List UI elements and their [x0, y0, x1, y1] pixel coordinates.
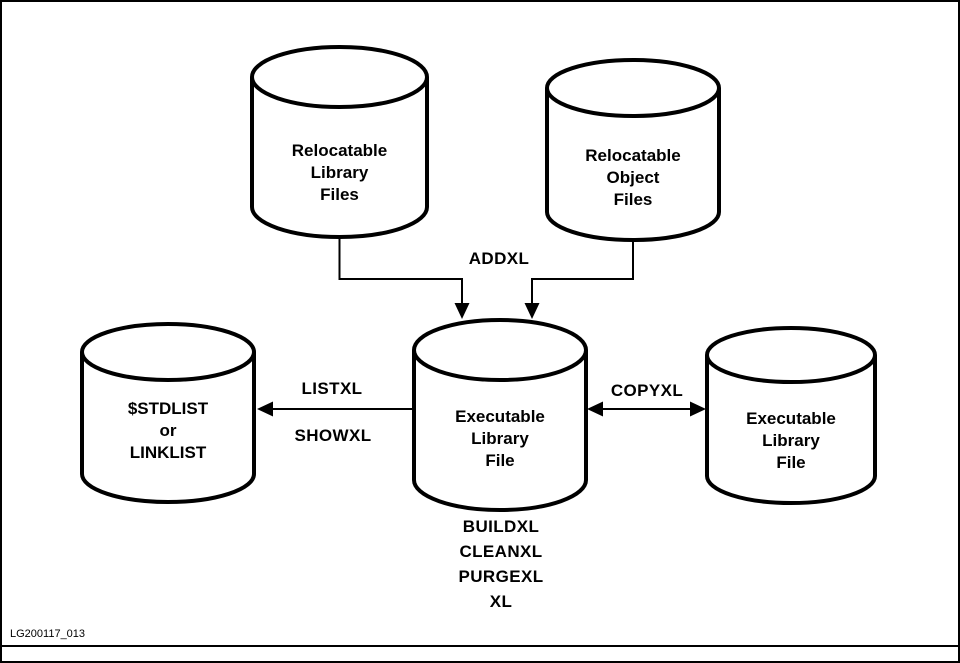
- cylinder-executable-library-file-right: [705, 326, 877, 505]
- cylinder-body: [80, 352, 256, 504]
- command-listxl: LISTXL: [301, 379, 363, 398]
- cylinder-top: [545, 58, 721, 118]
- label-line: Relocatable: [585, 146, 681, 165]
- cylinder-top: [412, 318, 588, 382]
- cylinder-relocatable-library-files: [250, 45, 429, 239]
- arrowhead-copyxl-left: [587, 401, 603, 417]
- cylinders-group: [80, 45, 877, 512]
- label-line: Files: [613, 190, 653, 209]
- cylinder-stdlist-or-linklist: [80, 322, 256, 504]
- label-line: Library: [762, 431, 820, 450]
- arrowhead-down-into-executable-right: [524, 303, 540, 319]
- command-cleanxl: CLEANXL: [459, 542, 543, 561]
- label-line: Executable: [455, 407, 545, 426]
- label-line: Executable: [746, 409, 836, 428]
- label-executable-library-file-center: Executable Library File: [414, 406, 586, 472]
- cylinder-body: [412, 350, 588, 512]
- label-stdlist-or-linklist: $STDLIST or LINKLIST: [82, 398, 254, 464]
- label-relocatable-object-files: Relocatable Object Files: [547, 145, 719, 211]
- figure-id-label: LG200117_013: [10, 628, 86, 640]
- cylinder-body: [705, 355, 877, 505]
- arrowhead-left-to-stdlist: [257, 401, 273, 417]
- cylinder-top: [250, 45, 429, 109]
- label-line: Files: [320, 185, 359, 204]
- cylinder-executable-library-file-center: [412, 318, 588, 512]
- label-executable-library-file-right: Executable Library File: [707, 408, 875, 474]
- command-showxl: SHOWXL: [294, 426, 372, 445]
- connector-library-to-executable: [338, 236, 463, 304]
- connector-lines-group: [271, 236, 692, 410]
- command-addxl: ADDXL: [468, 249, 530, 268]
- cylinder-top: [80, 322, 256, 382]
- label-line: LINKLIST: [129, 443, 207, 462]
- label-line: $STDLIST: [127, 399, 209, 418]
- label-relocatable-library-files: Relocatable Library Files: [252, 140, 427, 206]
- label-line: Library: [471, 429, 529, 448]
- label-line: File: [776, 453, 806, 472]
- cylinder-top: [705, 326, 877, 384]
- arrowhead-copyxl-right: [690, 401, 706, 417]
- label-line: Object: [606, 168, 660, 187]
- cylinder-relocatable-object-files: [545, 58, 721, 242]
- label-line: Library: [310, 163, 369, 182]
- label-line: File: [485, 451, 515, 470]
- footer-divider-line: [2, 645, 958, 647]
- arrowhead-down-into-executable-left: [454, 303, 470, 319]
- arrowheads-group: [257, 303, 706, 417]
- label-line: or: [159, 421, 177, 440]
- command-stack-center: BUILDXL CLEANXL PURGEXL XL: [438, 514, 564, 614]
- command-xl: XL: [489, 592, 513, 611]
- command-copyxl: COPYXL: [610, 381, 684, 400]
- command-buildxl: BUILDXL: [462, 517, 540, 536]
- connector-object-to-executable: [531, 238, 634, 304]
- command-purgexl: PURGEXL: [458, 567, 544, 586]
- label-line: Relocatable: [291, 141, 388, 160]
